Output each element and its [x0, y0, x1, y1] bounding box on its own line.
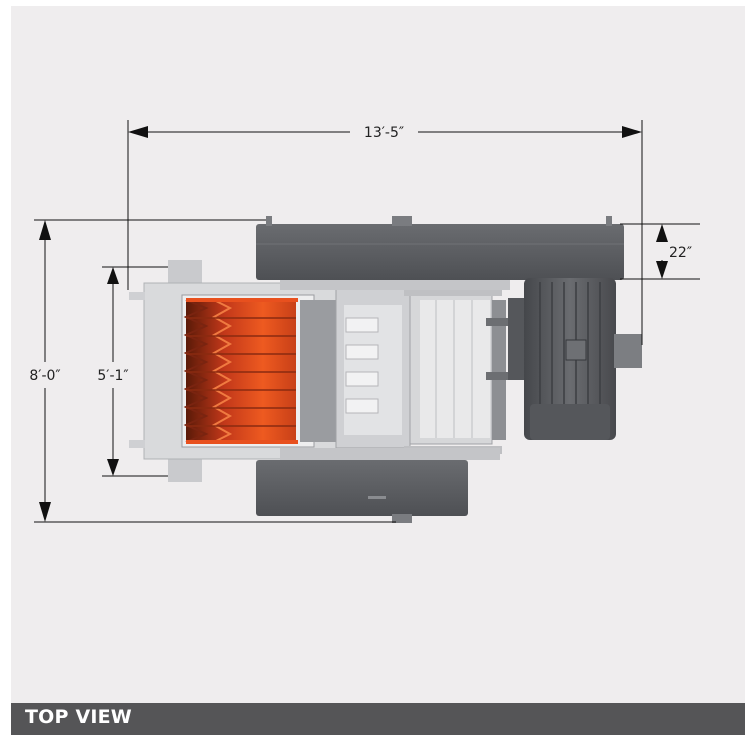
dimension-overall-length: 13′-5″: [364, 125, 404, 141]
drive-section: [280, 280, 512, 460]
view-title: TOP VIEW: [25, 706, 132, 728]
dimension-lines: [34, 120, 700, 523]
rotor: [183, 298, 298, 444]
dimension-arrows: [39, 126, 668, 522]
lower-housing: [256, 460, 468, 523]
dimension-hopper-width: 5′-1″: [97, 368, 128, 384]
dimension-housing-offset: 22″: [669, 245, 692, 261]
upper-housing: [256, 216, 624, 280]
motor: [508, 278, 642, 440]
dimension-overall-width: 8′-0″: [29, 368, 60, 384]
footer-bar: TOP VIEW: [11, 703, 745, 735]
